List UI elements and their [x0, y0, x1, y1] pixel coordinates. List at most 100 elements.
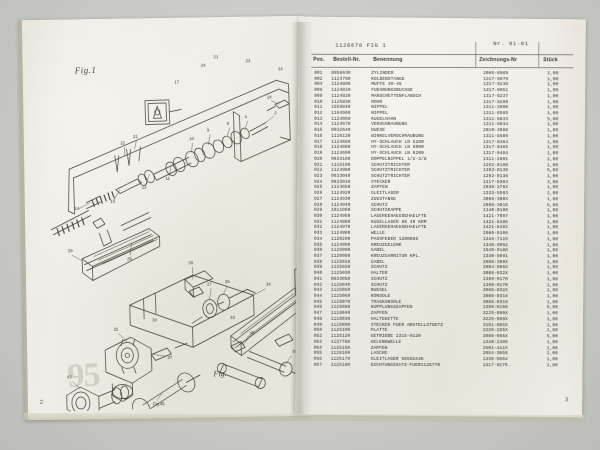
row-stueck: 1,00: [547, 151, 559, 157]
row-stueck: 1,00: [546, 345, 558, 351]
svg-text:8: 8: [227, 121, 230, 126]
row-benennung: WINKELVERSCHRAUBUNG: [371, 133, 424, 139]
row-benennung: HALTER: [370, 271, 388, 277]
row-pos: 017: [314, 139, 323, 145]
row-bestellnr: 1559840: [331, 105, 351, 111]
row-bestellnr: 1128160: [330, 351, 351, 357]
row-benennung: HY-SCHLAUCH LN 5200: [371, 139, 424, 145]
document-id: 1128670 FIG 1: [335, 42, 387, 49]
row-stueck: 1,00: [546, 225, 559, 231]
row-stueck: 1,00: [546, 294, 558, 300]
row-bestellnr: 1120290: [330, 236, 351, 242]
row-zeichnungsnr: 2501-441X: [482, 345, 508, 351]
row-zeichnungsnr: 2086-300X: [482, 259, 508, 265]
header-rule-top: [311, 53, 574, 56]
row-zeichnungsnr: 1346-7119: [482, 236, 508, 242]
row-zeichnungsnr: 1292-0160: [483, 162, 509, 168]
row-benennung: SCHUTZ: [370, 265, 388, 271]
svg-text:11: 11: [165, 176, 170, 181]
row-stueck: 1,00: [547, 82, 559, 88]
row-stueck: 1,00: [546, 265, 559, 271]
row-pos: 028: [313, 202, 323, 208]
row-pos: 035: [313, 242, 323, 248]
row-benennung: PASSFEDER 1200665: [370, 236, 419, 242]
row-stueck: 1,00: [546, 328, 558, 334]
svg-text:27: 27: [207, 282, 212, 287]
row-zeichnungsnr: 2086-8969: [483, 71, 509, 77]
row-stueck: 1,00: [546, 242, 559, 248]
row-pos: 014: [314, 122, 323, 128]
row-zeichnungsnr: 1140-0190: [482, 208, 509, 214]
row-stueck: 2,00: [546, 351, 558, 357]
row-bestellnr: 1125150: [330, 345, 351, 351]
svg-text:4: 4: [244, 114, 247, 119]
row-pos: 024: [314, 179, 323, 185]
row-bestellnr: 0633160: [331, 156, 351, 162]
row-bestellnr: 1124920: [331, 190, 351, 196]
row-stueck: 1,00: [547, 197, 559, 203]
row-benennung: KUPPLUNGSZAPFEN: [370, 305, 413, 311]
row-benennung: DUESE: [371, 128, 386, 134]
row-bestellnr: 1120090: [330, 253, 351, 259]
left-page: Fig.1 Fig. 95 2: [18, 15, 311, 421]
row-bestellnr: 0932640: [331, 128, 351, 134]
row-stueck: 1,00: [546, 317, 558, 323]
row-zeichnungsnr: 3086-085X: [482, 334, 508, 340]
row-benennung: BUEGEL: [370, 288, 388, 294]
row-zeichnungsnr: 1317-9237: [483, 93, 509, 100]
row-pos: 057: [313, 362, 323, 368]
svg-text:2: 2: [274, 110, 277, 115]
row-bestellnr: 1124810: [331, 87, 351, 94]
row-benennung: SCHUTZTRICHTER: [371, 168, 410, 174]
row-stueck: 1,00: [546, 219, 559, 225]
row-stueck: 1,00: [546, 288, 558, 294]
row-stueck: 1,00: [546, 237, 559, 243]
row-benennung: KREUZGARNITUR KPL.: [370, 253, 421, 259]
row-zeichnungsnr: 1399-0150: [482, 305, 508, 311]
row-stueck: 3,00: [547, 179, 559, 185]
parts-table: 1128670 FIG 1 Nr. 01-01 Pos. Bestell-Nr.…: [311, 40, 574, 400]
row-bestellnr: 1124930: [331, 196, 351, 202]
row-benennung: FUEHRUNGSBUCHSE: [371, 88, 413, 94]
row-stueck: 1,00: [547, 99, 559, 105]
row-benennung: NIPPEL: [371, 105, 388, 111]
svg-text:14: 14: [278, 66, 283, 71]
row-stueck: 1,00: [546, 282, 558, 288]
svg-text:21: 21: [133, 134, 138, 139]
row-benennung: HY-SCHLAUCH LN 5000: [371, 145, 424, 151]
row-benennung: ZYLINDER: [371, 70, 394, 76]
row-stueck: 1,00: [547, 139, 559, 145]
row-zeichnungsnr: 1317-0465: [483, 145, 509, 151]
document-number: Nr. 01-01: [493, 41, 529, 48]
row-benennung: STECKER: [371, 179, 391, 185]
row-zeichnungsnr: 3086-0318: [482, 294, 508, 300]
row-pos: 020: [314, 156, 323, 162]
row-zeichnungsnr: 1333-5503: [483, 191, 509, 197]
row-stueck: 1,00: [546, 357, 558, 363]
row-bestellnr: 1125030: [330, 270, 351, 277]
row-pos: 037: [313, 253, 323, 259]
row-bestellnr: 1125090: [330, 322, 351, 328]
row-bestellnr: 0633050: [330, 276, 351, 282]
row-pos: 004: [314, 82, 323, 88]
row-benennung: WELLE: [370, 231, 385, 237]
row-bestellnr: 1125120: [330, 333, 351, 339]
row-zeichnungsnr: 1317-0484: [483, 151, 509, 157]
row-benennung: HALTEKETTE: [370, 316, 399, 322]
row-pos: 021: [314, 162, 323, 168]
row-stueck: 2,00: [547, 156, 559, 162]
row-pos: 048: [313, 316, 323, 322]
row-bestellnr: 1124950: [330, 213, 351, 219]
row-stueck: 1,00: [546, 339, 558, 345]
row-bestellnr: 1011060: [330, 208, 351, 214]
header-divider-1: [475, 42, 477, 68]
row-stueck: 1,00: [546, 311, 558, 317]
row-stueck: 1,00: [546, 254, 559, 260]
row-pos: 027: [314, 196, 323, 202]
row-pos: 041: [313, 276, 323, 282]
svg-text:46: 46: [250, 330, 255, 335]
row-pos: 047: [313, 310, 323, 316]
row-bestellnr: 1125100: [330, 328, 351, 334]
row-bestellnr: 1125170: [330, 356, 351, 362]
